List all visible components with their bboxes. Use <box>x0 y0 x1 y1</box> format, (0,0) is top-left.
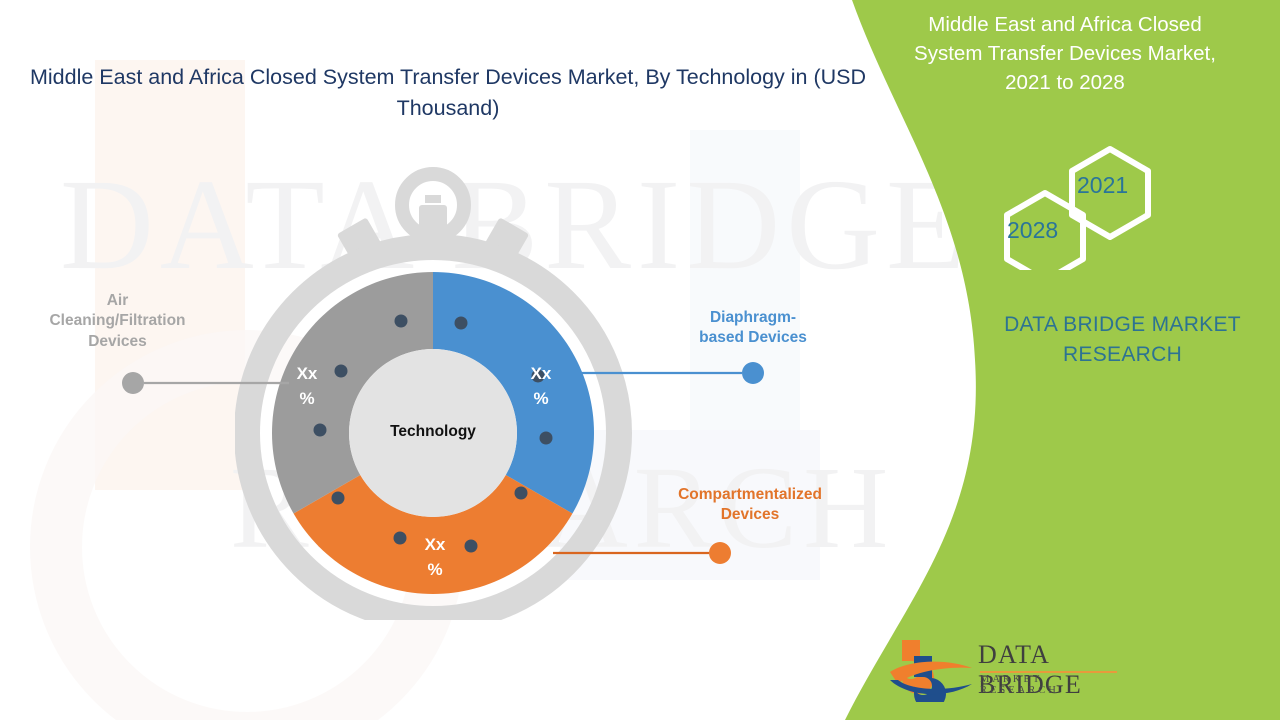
segment-value-diaphragm-number: Xx <box>530 364 552 383</box>
year-end-label: 2028 <box>1007 217 1059 243</box>
year-hexagons: 2021 2028 <box>985 145 1175 284</box>
segment-value-compartmentalized: Xx % <box>400 533 470 582</box>
databridge-logo: DATA BRIDGE MARKET RESEARCH <box>888 634 1118 710</box>
donut-center-label: Technology <box>390 423 476 440</box>
callout-label-compartmentalized: Compartmentalized Devices <box>655 485 845 526</box>
callout-label-diaphragm-line2: based Devices <box>699 329 807 347</box>
page-title: Middle East and Africa Closed System Tra… <box>29 65 867 120</box>
logo-tagline: MARKET RESEARCH <box>980 674 1059 696</box>
segment-compartmentalized[interactable] <box>293 475 573 594</box>
callout-label-air-cleaning-line1: Air <box>106 292 129 309</box>
logo-divider <box>980 671 1117 673</box>
logo-b-orange <box>902 640 934 694</box>
donut-hub <box>349 349 517 517</box>
stopwatch-outer-ring <box>235 218 632 620</box>
segment-value-compartmentalized-percent: % <box>427 559 443 579</box>
donut-chart <box>235 167 632 620</box>
hexagon-2021 <box>1069 146 1151 240</box>
segment-air-cleaning[interactable] <box>272 272 433 514</box>
callout-label-air-cleaning-line3: Devices <box>88 332 147 350</box>
green-panel-shape <box>845 0 1280 720</box>
panel-brand-name: DATA BRIDGE MARKET RESEARCH <box>1004 313 1241 366</box>
segment-value-diaphragm: Xx % <box>506 362 576 411</box>
segment-value-air-cleaning-number: Xx <box>296 364 318 383</box>
logo-swoosh-orange <box>890 661 972 684</box>
panel-title: Middle East and Africa Closed System Tra… <box>914 13 1216 95</box>
logo-swoosh-blue <box>890 680 972 695</box>
segment-value-air-cleaning-percent: % <box>299 388 315 408</box>
hexagon-shapes <box>1004 146 1151 284</box>
year-start-label: 2021 <box>1077 172 1129 198</box>
callout-label-diaphragm-line1: Diaphragm- <box>709 309 797 326</box>
callout-label-air-cleaning-line2: Cleaning/Filtration <box>49 312 186 330</box>
segment-value-diaphragm-percent: % <box>533 388 549 408</box>
callout-label-compartmentalized-line2: Devices <box>720 506 780 524</box>
segment-value-air-cleaning: Xx % <box>272 362 342 411</box>
logo-mark-icon <box>890 640 972 710</box>
segment-value-compartmentalized-number: Xx <box>424 535 446 554</box>
callout-label-compartmentalized-line1: Compartmentalized <box>678 486 822 503</box>
segment-diaphragm[interactable] <box>433 272 594 514</box>
callout-label-air-cleaning: Air Cleaning/Filtration Devices <box>30 291 205 352</box>
callout-label-diaphragm: Diaphragm- based Devices <box>688 308 818 349</box>
logo-wordmark: DATA BRIDGE <box>978 640 1082 699</box>
decorative-dots <box>313 314 553 553</box>
